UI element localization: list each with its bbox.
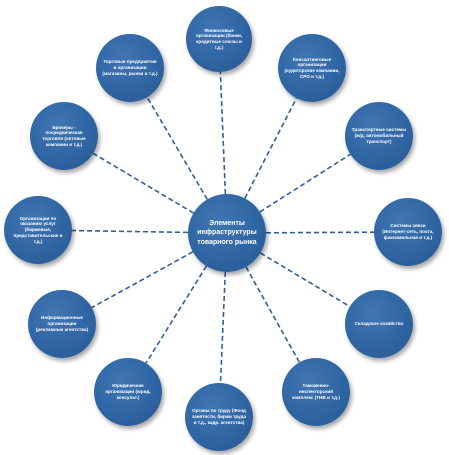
node-customs-label: Таможенно-инспекторский комплекс (ТНВ и … <box>292 383 340 400</box>
connector-communication <box>265 231 375 234</box>
connector-finance <box>219 71 227 195</box>
center-node-label: Элементы инфраструктуры товарного рынка <box>197 220 257 246</box>
connector-labor <box>219 271 227 384</box>
node-intermediary-label: Брокеры - посредническая торговля (оптов… <box>42 124 86 147</box>
node-information: Информационные организации (рекламные аг… <box>28 290 96 358</box>
connector-transport <box>259 153 351 213</box>
node-trade: Торговые предприятия и организации (мага… <box>96 34 164 102</box>
connector-service <box>71 229 189 234</box>
node-information-label: Информационные организации (рекламные аг… <box>35 315 89 332</box>
connector-information <box>91 251 194 309</box>
node-consulting: Консалтинговые организации (аудиторские … <box>278 34 346 102</box>
node-consulting-label: Консалтинговые организации (аудиторские … <box>284 56 340 79</box>
node-legal: Юридические организации (юрид. консульт.… <box>94 358 162 426</box>
connector-legal <box>145 265 208 364</box>
connector-consulting <box>244 97 298 199</box>
center-node: Элементы инфраструктуры товарного рынка <box>188 194 266 272</box>
node-finance-label: Финансовые организации (банки, кредитные… <box>195 27 243 50</box>
node-warehouse-label: Складское хозяйство <box>354 321 404 327</box>
node-trade-label: Торговые предприятия и организации (мага… <box>102 59 158 76</box>
node-finance: Финансовые организации (банки, кредитные… <box>186 6 252 72</box>
node-communication: Системы связи (Интернет-сеть, почта, фак… <box>374 198 442 266</box>
node-legal-label: Юридические организации (юрид. консульт.… <box>105 383 151 400</box>
node-labor: Органы по труду (Фонд занятости, биржи т… <box>185 383 253 451</box>
node-customs: Таможенно-инспекторский комплекс (ТНВ и … <box>282 358 350 426</box>
node-transport-label: Транспортные системы (ж/д, автомобильный… <box>351 127 407 144</box>
connector-intermediary <box>92 152 194 214</box>
connector-warehouse <box>260 252 351 308</box>
node-service-label: Организации по оказанию услуг (биржевые,… <box>13 215 63 244</box>
node-labor-label: Органы по труду (Фонд занятости, биржи т… <box>191 408 247 425</box>
node-intermediary: Брокеры - посредническая торговля (оптов… <box>30 102 98 170</box>
connector-customs <box>245 266 301 363</box>
node-warehouse: Складское хозяйство <box>345 290 413 358</box>
node-transport: Транспортные системы (ж/д, автомобильный… <box>345 102 413 170</box>
node-service: Организации по оказанию услуг (биржевые,… <box>4 196 72 264</box>
connector-trade <box>146 96 208 200</box>
node-communication-label: Системы связи (Интернет-сеть, почта, фак… <box>382 223 434 240</box>
